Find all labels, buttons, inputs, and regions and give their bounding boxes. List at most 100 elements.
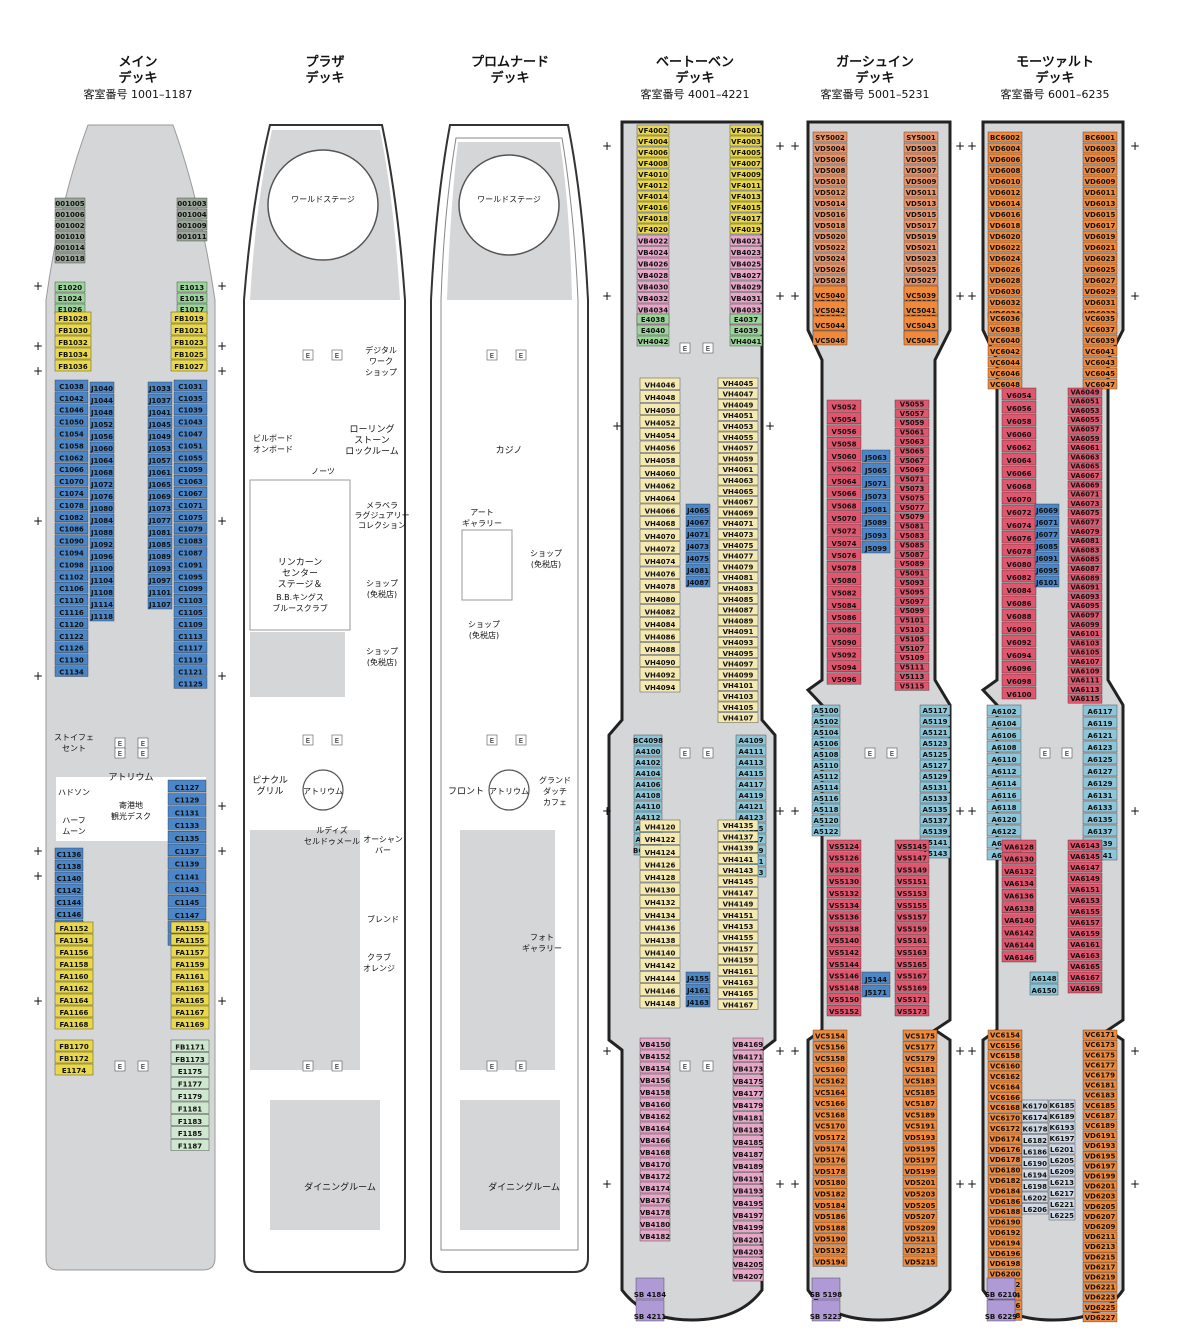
cabin-VD5215 — [902, 1255, 938, 1267]
cabin-SB4211 — [635, 1299, 665, 1322]
cabin-label-001003: 001003 — [177, 200, 206, 208]
cabin-C1106 — [54, 582, 89, 594]
cabin-VD6194 — [987, 1237, 1023, 1248]
cabin-label-C1140: C1140 — [57, 875, 82, 883]
elevator-label-22: E — [683, 1063, 687, 1071]
cabin-VD5013 — [903, 197, 939, 209]
cabin-label-C1137: C1137 — [175, 848, 200, 856]
cabin-label-FB1032: FB1032 — [58, 339, 88, 347]
cabin-L6217 — [1048, 1187, 1076, 1199]
cabin-J1107 — [147, 597, 173, 610]
cabin-label-A6120: A6120 — [992, 816, 1017, 824]
cabin-FA1158 — [54, 957, 94, 970]
label-promenade-atrium: アトリウム — [489, 787, 529, 796]
cabin-FA1154 — [54, 933, 94, 946]
cabin-label-VC5039: VC5039 — [906, 292, 936, 300]
cabin-VC6035 — [1082, 312, 1118, 324]
cabin-BC4098 — [633, 734, 663, 746]
cabin-V6084 — [1001, 582, 1037, 596]
cabin-VD6227 — [1082, 1312, 1118, 1323]
cabin-label-J1064: J1064 — [90, 457, 113, 465]
cabin-V5059 — [894, 418, 930, 428]
plus-marker-18: + — [612, 419, 622, 433]
cabin-J4067 — [685, 515, 711, 528]
cabin-C1147 — [167, 907, 207, 921]
cabin-label-FB1027: FB1027 — [174, 363, 204, 371]
plus-marker-16: + — [602, 139, 612, 153]
cabin-label-C1113: C1113 — [178, 633, 203, 641]
cabin-C1103 — [173, 594, 208, 606]
cabin-VF4003 — [729, 135, 763, 147]
cabin-label-A6102: A6102 — [992, 708, 1017, 716]
cabin-VB4185 — [732, 1135, 764, 1147]
cabin-C1074 — [54, 486, 89, 499]
cabin-VF4010 — [636, 168, 670, 180]
deck-name-main-2: デッキ — [118, 71, 158, 86]
cabin-VC5046 — [812, 330, 848, 346]
label-plaza-digital1: デジタル — [365, 345, 397, 355]
cabin-C1126 — [54, 641, 89, 653]
cabin-VC5043 — [903, 315, 939, 331]
label-plaza-lincoln2: センター — [282, 568, 318, 579]
cabin-J6101 — [1034, 575, 1060, 588]
cabin-label-F1179: F1179 — [178, 1093, 202, 1101]
cabin-VB4160 — [639, 1097, 671, 1110]
cabin-C1105 — [173, 605, 208, 618]
cabin-label-A5120: A5120 — [814, 817, 839, 825]
cabin-label-FA1154: FA1154 — [60, 937, 89, 945]
cabin-label-VB4179: VB4179 — [733, 1102, 763, 1110]
cabin-label-A4117: A4117 — [739, 781, 764, 789]
cabin-VS5126 — [826, 851, 862, 863]
cabin-label-J4163: J4163 — [686, 999, 709, 1007]
cabin-label-VD5019: VD5019 — [906, 233, 937, 241]
cabin-label-001018: 001018 — [55, 255, 84, 263]
elevator-label-9: E — [335, 1063, 339, 1071]
cabin-label-V5061: V5061 — [900, 429, 925, 437]
cabin-VB4203 — [732, 1245, 764, 1257]
cabin-label-VB4029: VB4029 — [731, 284, 761, 292]
cabin-VA6053 — [1067, 406, 1103, 416]
cabin-VB4183 — [732, 1123, 764, 1135]
cabin-label-VS5152: VS5152 — [829, 1008, 859, 1016]
cabin-J1093 — [147, 561, 173, 574]
cabin-label-V5066: V5066 — [832, 490, 857, 498]
cabin-label-E1013: E1013 — [180, 284, 204, 292]
cabin-J5144 — [861, 971, 891, 985]
cabin-VS5153 — [894, 887, 930, 899]
cabin-label-L6186: L6186 — [1023, 1149, 1047, 1157]
cabin-label-C1078: C1078 — [59, 502, 84, 510]
cabin-VH4081 — [717, 572, 759, 583]
cabin-C1058 — [54, 439, 89, 451]
cabin-L6182 — [1021, 1134, 1049, 1146]
cabin-VS5148 — [826, 981, 862, 993]
cabin-VC6037 — [1082, 323, 1118, 335]
cabin-VB4189 — [732, 1159, 764, 1172]
cabin-label-VD6194: VD6194 — [990, 1239, 1021, 1247]
cabin-VC5185 — [902, 1086, 938, 1098]
cabin-C1142 — [54, 883, 84, 896]
cabin-label-C1146: C1146 — [57, 911, 82, 919]
cabin-label-A5119: A5119 — [923, 718, 948, 726]
cabin-label-A6131: A6131 — [1088, 792, 1113, 800]
cabin-V5103 — [894, 625, 930, 635]
cabin-001003 — [176, 197, 208, 209]
cabin-label-E1174: E1174 — [62, 1067, 86, 1075]
label-plaza-stage: ワールドステージ — [291, 195, 355, 204]
cabin-A6133 — [1082, 800, 1118, 813]
cabin-A5104 — [811, 726, 841, 738]
cabin-label-VC6164: VC6164 — [990, 1083, 1020, 1091]
cabin-label-VD6032: VD6032 — [990, 299, 1021, 307]
cabin-label-001014: 001014 — [55, 244, 84, 252]
cabin-V6094 — [1001, 647, 1037, 661]
cabin-J1088 — [89, 525, 115, 538]
cabin-label-VB4207: VB4207 — [733, 1273, 763, 1281]
cabin-C1082 — [54, 510, 89, 522]
cabin-label-J4075: J4075 — [686, 555, 709, 563]
cabin-label-VH4085: VH4085 — [723, 596, 754, 604]
cabin-VB4025 — [729, 257, 763, 269]
cabin-label-L6225: L6225 — [1050, 1212, 1074, 1220]
cabin-label-VA6143: VA6143 — [1070, 842, 1100, 850]
cabin-label-SB5198: SB 5198 — [810, 1291, 842, 1299]
cabin-VH4124 — [639, 845, 681, 858]
cabin-J1108 — [89, 585, 115, 598]
